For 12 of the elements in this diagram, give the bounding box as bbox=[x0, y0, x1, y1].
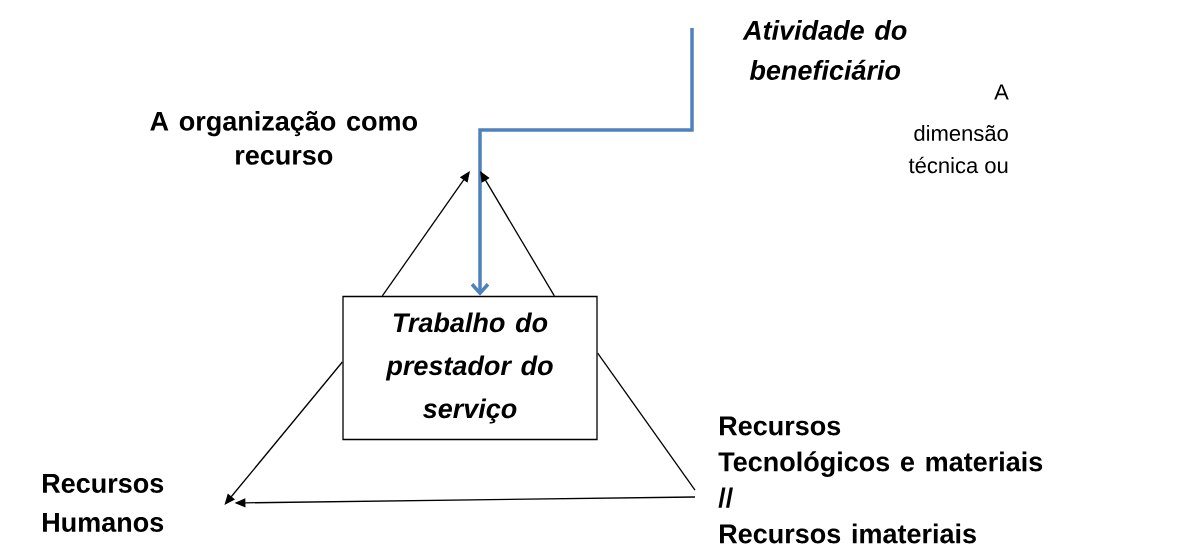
text-label: A organização como recurso bbox=[150, 110, 417, 165]
text-fragment: dimensão bbox=[914, 124, 1008, 142]
text-fragment: A bbox=[994, 84, 1009, 100]
text-fragment: técnica ou bbox=[908, 156, 1008, 174]
arrow bbox=[381, 171, 470, 297]
arrow bbox=[224, 361, 343, 505]
text-label: Atividade do beneficiário bbox=[742, 20, 907, 80]
arrow bbox=[480, 171, 555, 297]
text-label: Recursos Tecnológicos e materiais // Recursos imateriais bbox=[718, 416, 1043, 544]
text-label: Recursos Humanos bbox=[43, 474, 164, 532]
arrow bbox=[470, 28, 694, 296]
process-box: Trabalho do prestador do serviço bbox=[342, 295, 598, 441]
